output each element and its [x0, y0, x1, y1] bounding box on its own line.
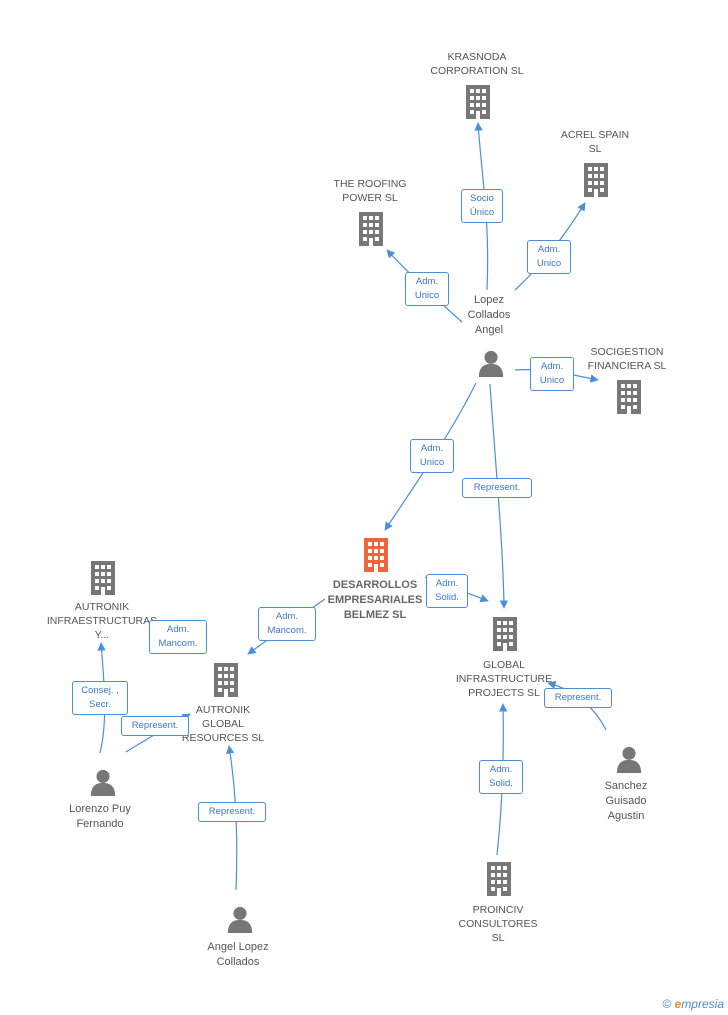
- edge-label-consej-secr[interactable]: Consej. , Secr.: [72, 681, 128, 715]
- company-label-autronik-infra[interactable]: AUTRONIK INFRAESTRUCTURAS Y...: [46, 601, 158, 641]
- empresia-watermark: © empresia: [662, 997, 724, 1011]
- edge-label-adm-solid[interactable]: Adm. Solid.: [479, 760, 523, 794]
- edge-label-represent[interactable]: Represent.: [121, 716, 189, 736]
- company-label-global-infra[interactable]: GLOBAL INFRASTRUCTURE PROJECTS SL: [455, 659, 553, 699]
- building-icon[interactable]: [617, 380, 641, 414]
- building-icon[interactable]: [466, 85, 490, 119]
- edge-e6: [489, 383, 509, 609]
- edge-label-adm-mancom[interactable]: Adm. Mancom.: [149, 620, 207, 654]
- building-icon[interactable]: [214, 663, 238, 697]
- brand-logo-text: mpresia: [681, 997, 724, 1011]
- person-label-sanchez[interactable]: Sanchez Guisado Agustin: [604, 780, 648, 822]
- edge-label-adm-unico[interactable]: Adm. Unico: [527, 240, 571, 274]
- building-icon[interactable]: [359, 212, 383, 246]
- brand-logo-e: e: [674, 997, 682, 1011]
- edge-label-adm-solid[interactable]: Adm. Solid.: [426, 574, 468, 608]
- edge-label-represent[interactable]: Represent.: [462, 478, 532, 498]
- company-label-autronik-global[interactable]: AUTRONIK GLOBAL RESOURCES SL: [181, 704, 265, 744]
- person-icon[interactable]: [227, 906, 253, 933]
- edge-label-adm-unico[interactable]: Adm. Unico: [530, 357, 574, 391]
- company-label-krasnoda[interactable]: KRASNODA CORPORATION SL: [430, 51, 524, 77]
- copyright-icon: ©: [662, 997, 672, 1011]
- person-label-angel[interactable]: Angel Lopez Collados: [207, 941, 269, 968]
- edge-label-socio-unico[interactable]: Socio Único: [461, 189, 503, 223]
- person-icon[interactable]: [90, 769, 116, 796]
- company-label-socigestion[interactable]: SOCIGESTION FINANCIERA SL: [587, 346, 667, 372]
- company-label-acrel[interactable]: ACREL SPAIN SL: [560, 129, 630, 155]
- edge-label-adm-mancom[interactable]: Adm. Mancom.: [258, 607, 316, 641]
- company-label-proinciv[interactable]: PROINCIV CONSULTORES SL: [458, 904, 538, 944]
- company-label-main[interactable]: DESARROLLOS EMPRESARIALES BELMEZ SL: [327, 579, 423, 621]
- building-icon[interactable]: [493, 617, 517, 651]
- edge-label-adm-unico[interactable]: Adm. Unico: [410, 439, 454, 473]
- person-label-lopez[interactable]: Lopez Collados Angel: [467, 294, 511, 336]
- building-icon[interactable]: [91, 561, 115, 595]
- person-label-lorenzo[interactable]: Lorenzo Puy Fernando: [69, 803, 131, 830]
- building-icon[interactable]: [584, 163, 608, 197]
- building-icon[interactable]: [364, 538, 388, 572]
- edge-label-represent[interactable]: Represent.: [544, 688, 612, 708]
- company-label-roofing[interactable]: THE ROOFING POWER SL: [333, 178, 407, 204]
- edge-label-adm-unico[interactable]: Adm. Unico: [405, 272, 449, 306]
- person-icon[interactable]: [616, 746, 642, 773]
- person-icon[interactable]: [478, 350, 504, 377]
- building-icon[interactable]: [487, 862, 511, 896]
- edge-label-represent[interactable]: Represent.: [198, 802, 266, 822]
